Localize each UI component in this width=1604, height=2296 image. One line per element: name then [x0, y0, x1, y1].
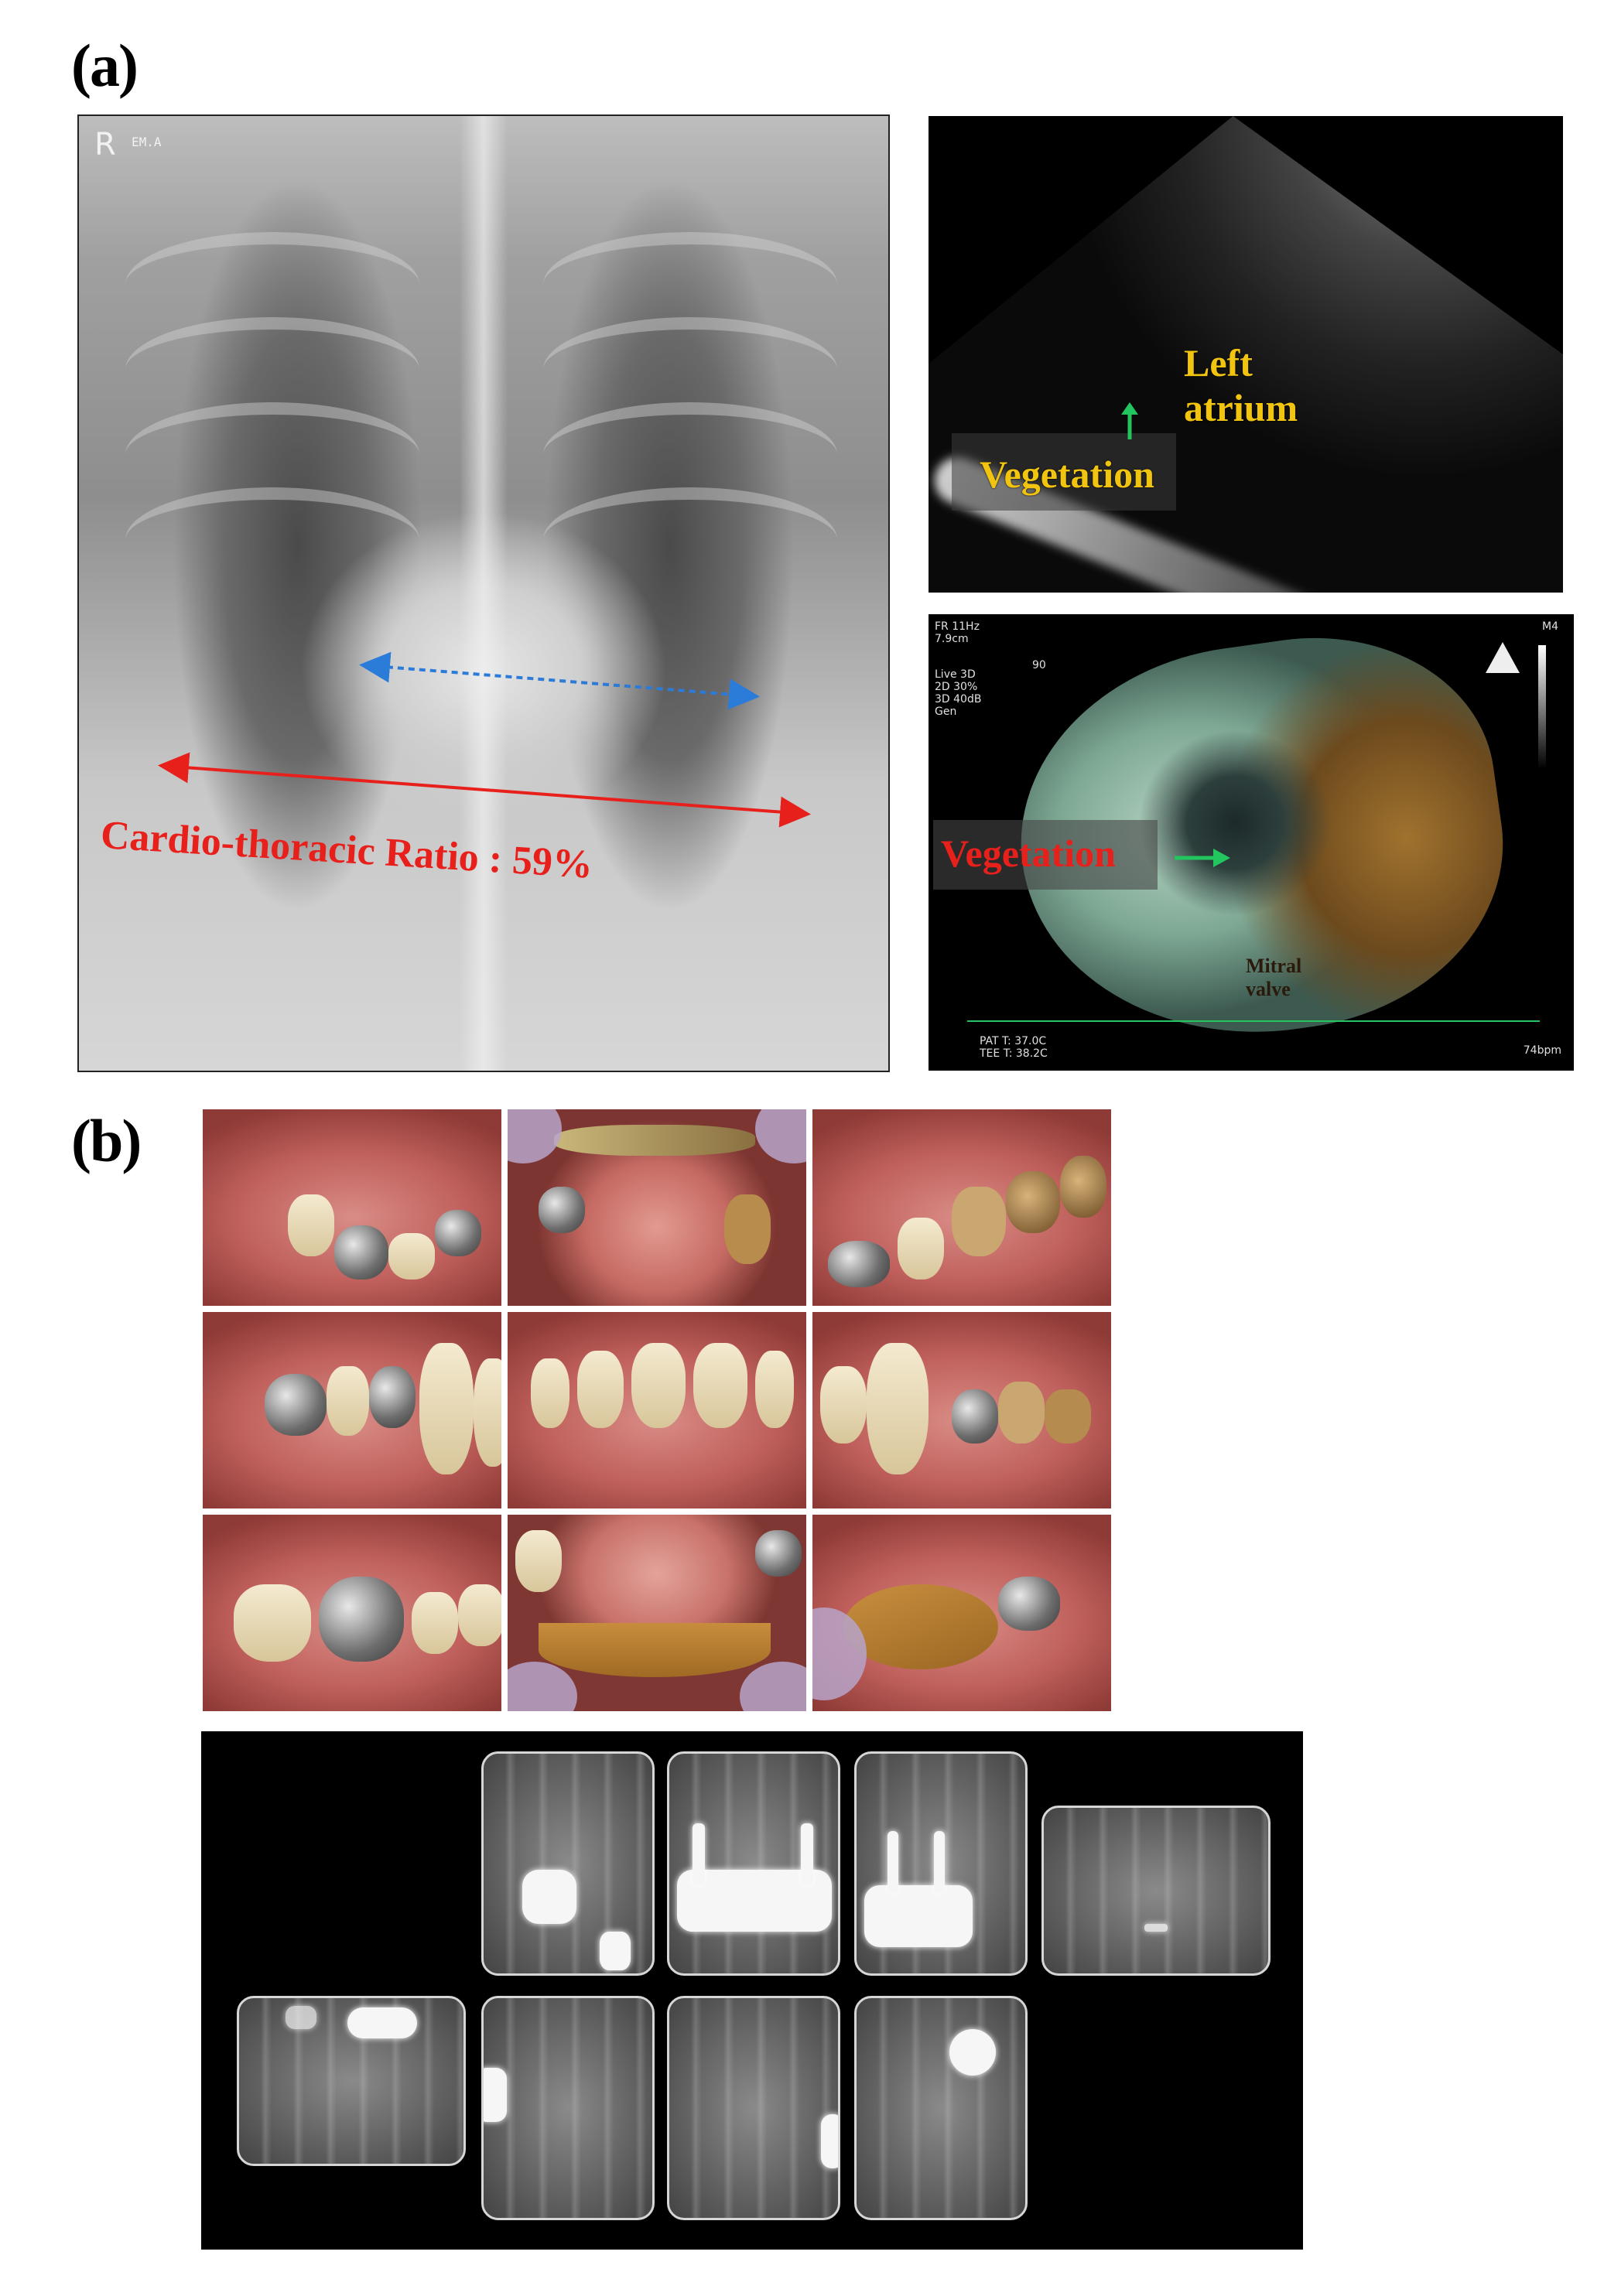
hud-m4: M4	[1542, 620, 1558, 633]
intraoral-photo	[203, 1109, 501, 1306]
periapical-radiograph	[667, 1996, 840, 2220]
hud-frame-rate: FR 11Hz	[935, 620, 980, 633]
echo-3d-image: FR 11Hz 7.9cm Live 3D 2D 30% 3D 40dB Gen…	[929, 614, 1574, 1071]
vegetation-arrow-3d	[1175, 849, 1230, 867]
intraoral-photo	[508, 1109, 806, 1306]
hud-tee-temp: TEE T: 38.2C	[980, 1047, 1048, 1060]
left-atrium-label-line2: atrium	[1184, 386, 1298, 429]
intraoral-photo	[508, 1312, 806, 1508]
hud-gen: Gen	[935, 706, 957, 718]
periapical-radiograph	[237, 1996, 466, 2166]
periapical-radiograph	[854, 1996, 1028, 2220]
spine-shadow	[459, 116, 508, 1071]
hud-heart-rate: 74bpm	[1523, 1044, 1561, 1057]
hud-depth: 7.9cm	[935, 633, 969, 645]
mitral-label: Mitral	[1246, 955, 1302, 977]
vegetation-label-2d: Vegetation	[980, 453, 1154, 496]
vegetation-label-3d: Vegetation	[941, 832, 1116, 875]
intraoral-photo	[203, 1515, 501, 1711]
periapical-radiograph	[854, 1751, 1028, 1976]
intraoral-photo	[203, 1312, 501, 1508]
periapical-radiograph	[667, 1751, 840, 1976]
left-atrium-label-line1: Left	[1184, 341, 1253, 384]
side-marker-sub: EM.A	[132, 135, 162, 149]
probe-icon	[1486, 642, 1520, 673]
panel-label-b: (b)	[71, 1107, 142, 1174]
intraoral-photo	[812, 1109, 1111, 1306]
hud-angle: 90	[1032, 659, 1046, 671]
hud-2d: 2D 30%	[935, 681, 978, 693]
echo-2d-image: Left atrium Vegetation	[929, 116, 1563, 593]
side-marker: R	[94, 127, 116, 162]
periapical-radiograph	[481, 1751, 655, 1976]
grayscale-bar	[1538, 645, 1546, 769]
hud-patient-temp: PAT T: 37.0C	[980, 1035, 1047, 1047]
cardiac-width-arrow	[359, 651, 760, 710]
intraoral-photo	[508, 1515, 806, 1711]
label-box	[952, 433, 1176, 511]
panel-label-a: (a)	[71, 32, 139, 99]
chest-xray-image: R EM.A	[77, 114, 890, 1072]
ctr-arrows	[158, 651, 811, 828]
label-box	[933, 820, 1158, 890]
hud-3d: 3D 40dB	[935, 693, 982, 706]
vegetation-arrow-2d	[1121, 402, 1138, 439]
periapical-radiograph	[1041, 1806, 1271, 1976]
hud-live: Live 3D	[935, 668, 976, 681]
thoracic-width-arrow	[158, 752, 811, 828]
intraoral-photo	[812, 1515, 1111, 1711]
periapical-radiograph	[481, 1996, 655, 2220]
ecg-trace	[967, 1020, 1540, 1022]
valve-label: valve	[1246, 978, 1291, 1000]
intraoral-photo	[812, 1312, 1111, 1508]
